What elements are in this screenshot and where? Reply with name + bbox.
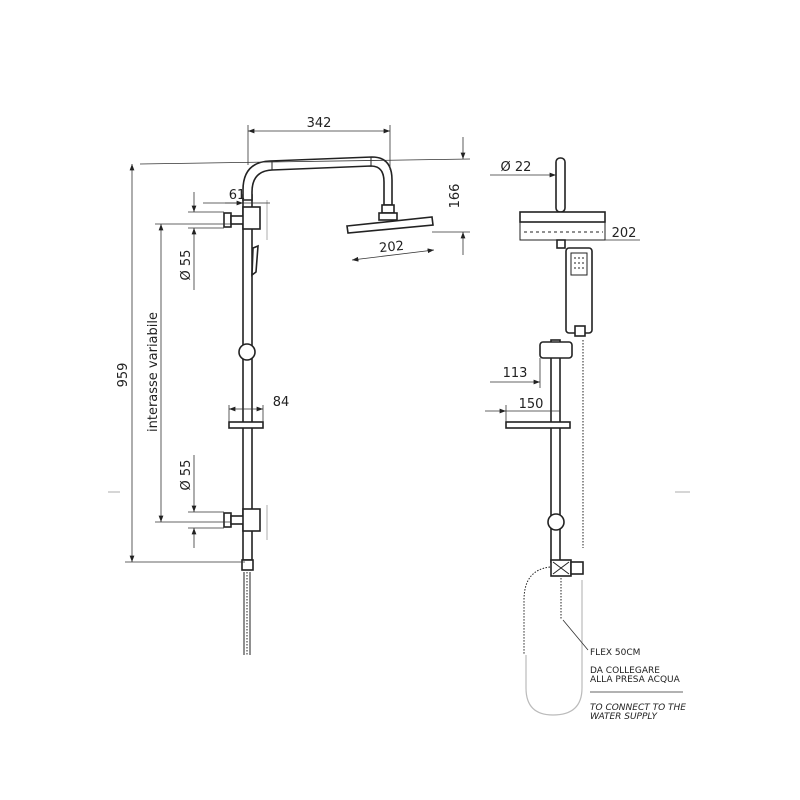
dim-head-width: 202: [379, 239, 405, 257]
shower-head: [346, 216, 434, 234]
soap-dish: [228, 421, 264, 429]
slide-rail: [242, 194, 253, 561]
note-it-line2: ALLA PRESA ACQUA: [590, 675, 681, 685]
hand-shower-holder: [251, 244, 259, 277]
note-flex: FLEX 50CM: [590, 648, 640, 658]
wall-bracket-bottom: [223, 512, 232, 528]
note-en-line1: TO CONNECT TO THE: [590, 703, 686, 713]
dim-bracket-offset: 61: [229, 188, 246, 203]
top-pipe: [555, 157, 566, 213]
dim-head-drop: 166: [448, 184, 463, 209]
shower-head-side: [519, 211, 606, 223]
dim-slider-depth: 113: [503, 366, 528, 381]
dim-soap-dish-depth: 150: [519, 397, 544, 412]
shower-hose-side: [523, 566, 551, 655]
front-view: 342 166 202 61 Ø 55 Ø 55 interasse varia…: [108, 116, 471, 655]
dim-soap-dish: 84: [273, 395, 290, 410]
dim-total-height: 959: [116, 363, 131, 388]
slider-knob: [238, 343, 256, 361]
wall-bracket-top: [223, 212, 232, 228]
note-en-line2: WATER SUPPLY: [590, 712, 659, 722]
soap-dish-side: [505, 421, 571, 429]
dim-bracket-dia-top: Ø 55: [179, 250, 194, 281]
dim-arm-length: 342: [307, 116, 332, 131]
side-view: Ø 22 202 113 150 FLEX 50CM DA COLLEGARE …: [485, 157, 690, 722]
slider-side: [539, 341, 573, 359]
shower-arm: [242, 156, 393, 206]
note-it-line1: DA COLLEGARE: [590, 666, 660, 676]
dim-pipe-dia: Ø 22: [501, 160, 532, 175]
hand-shower: [565, 247, 593, 334]
dim-bracket-dia-bottom: Ø 55: [179, 460, 194, 491]
dim-interaxis: interasse variabile: [146, 312, 161, 432]
dim-head-width-side: 202: [612, 226, 637, 241]
